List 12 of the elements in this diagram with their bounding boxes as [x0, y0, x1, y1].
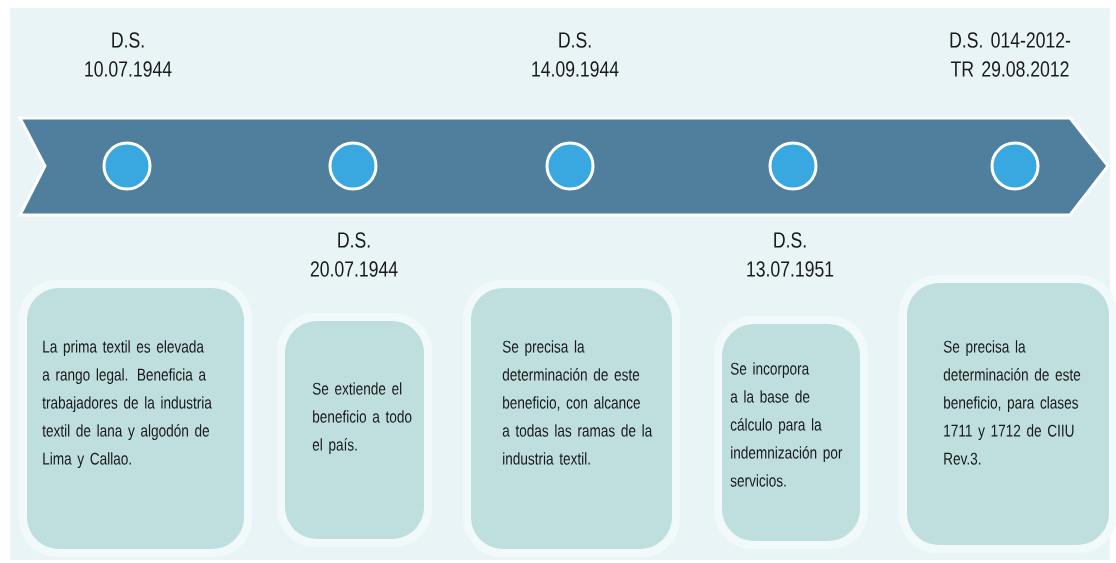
timeline-dot: [990, 141, 1040, 191]
date-label: D.S. 20.07.1944: [310, 232, 398, 277]
text-box: Se incorpora a la base de cálculo para la indemnización por servicios.: [714, 316, 868, 549]
timeline-dot: [545, 141, 595, 191]
text-box: Se extiende el beneficio a todo el país.: [277, 313, 432, 547]
date-label: D.S. 13.07.1951: [747, 232, 834, 277]
timeline-dot: [768, 141, 818, 191]
text-box: Se precisa la determinación de este beneficio, con alcance a todas las ramas de la industria textil.: [463, 280, 680, 557]
text-box: La prima textil es elevada a rango legal. Beneficia a trabajadores de la industria textil de lana y algodón de Lima y Callao.: [19, 280, 252, 557]
timeline-dot: [328, 141, 378, 191]
timeline-dot: [102, 141, 152, 191]
text-box: Se precisa la determinación de este beneficio, para clases 1711 y 1712 de CIIU Rev.3.: [899, 275, 1116, 553]
